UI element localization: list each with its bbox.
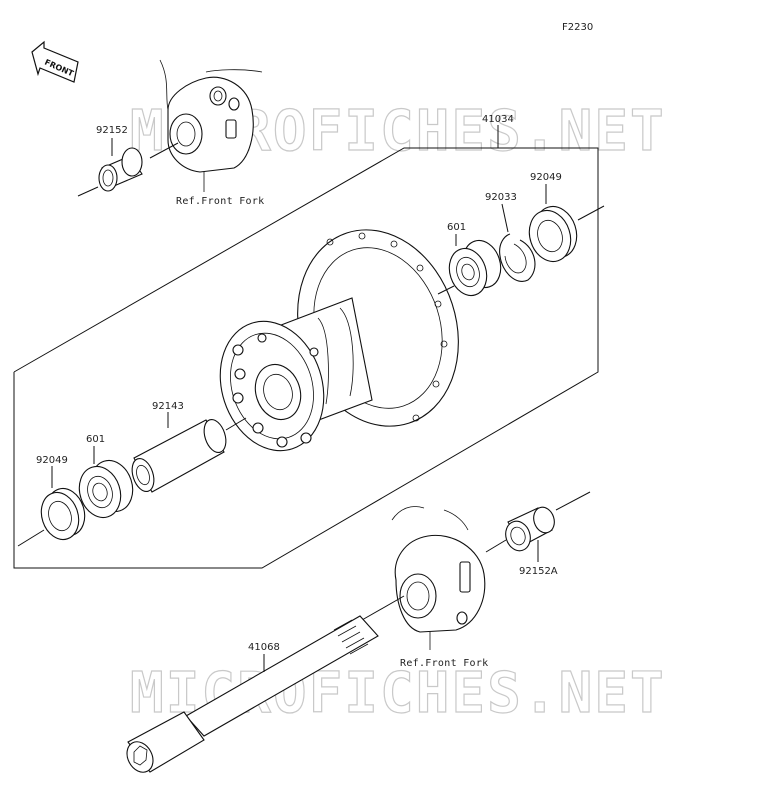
part-label-92152: 92152 xyxy=(96,125,128,136)
spacer-92143 xyxy=(131,412,247,493)
part-label-41034: 41034 xyxy=(482,114,514,125)
part-label-92049-bottom: 92049 xyxy=(36,455,68,466)
circlip-92033 xyxy=(499,203,536,282)
front-axle-41068 xyxy=(126,595,405,773)
part-label-41068: 41068 xyxy=(248,642,280,653)
diagram-code: F2230 xyxy=(562,22,593,33)
ref-front-fork-top: Ref.Front Fork xyxy=(176,196,265,207)
wheel-hub xyxy=(219,229,459,452)
collar-92152a xyxy=(485,491,591,562)
ref-front-fork-bottom: Ref.Front Fork xyxy=(400,658,489,669)
part-label-601-top: 601 xyxy=(447,222,466,233)
part-label-92143: 92143 xyxy=(152,401,184,412)
bearing-601-top xyxy=(437,234,502,297)
hub-assembly-frame xyxy=(13,125,599,569)
part-label-601-bottom: 601 xyxy=(86,434,105,445)
oil-seal-92049-top xyxy=(528,184,605,263)
collar-92152 xyxy=(77,138,179,197)
part-label-92033: 92033 xyxy=(485,192,517,203)
front-arrow-icon: FRONT xyxy=(31,40,79,83)
oil-seal-92049-bottom xyxy=(17,466,86,547)
front-fork-upper xyxy=(159,59,263,192)
part-label-92152a: 92152A xyxy=(519,566,558,577)
part-label-92049-top: 92049 xyxy=(530,172,562,183)
front-fork-lower xyxy=(391,506,486,650)
bearing-601-bottom xyxy=(78,446,134,519)
